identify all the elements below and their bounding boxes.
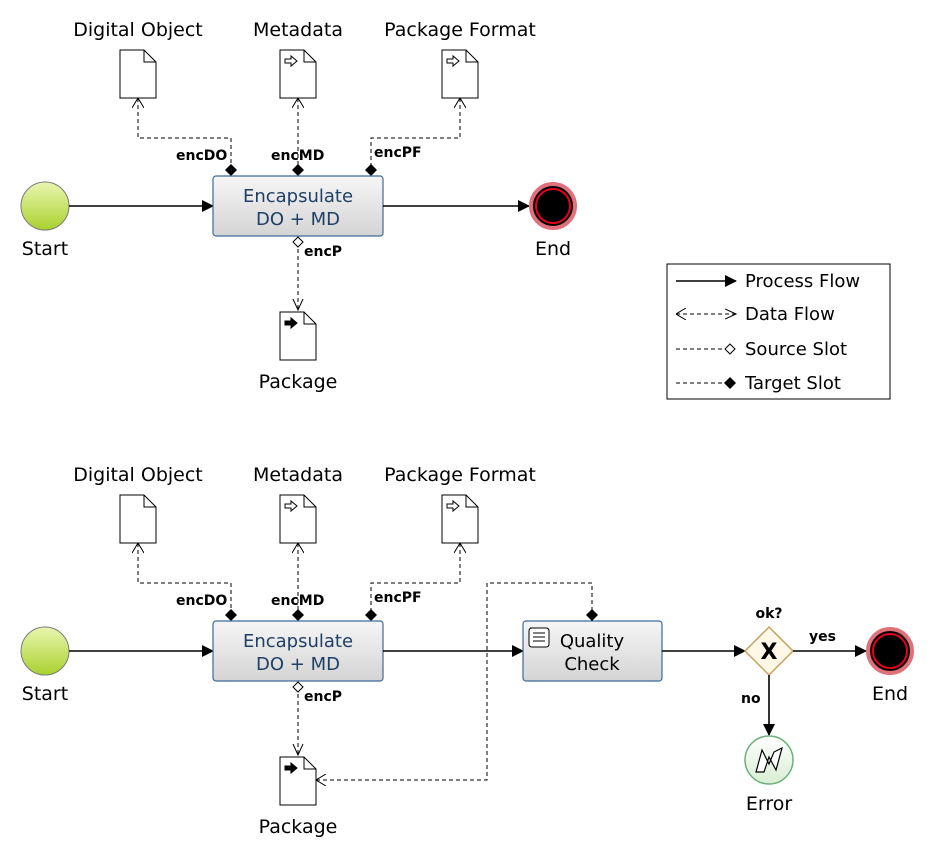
bottom-input-digital-object-label: Digital Object (73, 464, 203, 486)
script-icon (528, 627, 550, 648)
top-slot-encpf: encPF (374, 145, 422, 161)
top-output-package-label: Package (259, 371, 338, 393)
legend-source-slot-label: Source Slot (745, 339, 847, 360)
legend-data-flow-label: Data Flow (745, 304, 835, 325)
no-label: no (741, 691, 761, 707)
error-label: Error (746, 793, 793, 815)
top-slot-encmd: encMD (271, 148, 324, 164)
top-data-flow-pf (371, 98, 460, 170)
top-slot-encdo: encDO (176, 148, 227, 164)
bottom-task-line1: Encapsulate (243, 631, 353, 652)
top-start-event[interactable] (20, 181, 70, 231)
bottom-slot-encp: encP (304, 689, 342, 705)
top-task-line1: Encapsulate (243, 186, 353, 207)
bottom-metadata-document-icon[interactable] (279, 494, 317, 544)
bottom-slot-encmd: encMD (271, 593, 324, 609)
legend-process-flow-label: Process Flow (745, 271, 860, 292)
top-digital-object-document-icon[interactable] (119, 49, 157, 99)
top-metadata-document-icon[interactable] (279, 49, 317, 99)
top-data-flow-do (138, 98, 231, 170)
top-start-label: Start (22, 238, 68, 260)
bottom-package-format-document-icon[interactable] (441, 494, 479, 544)
bottom-digital-object-document-icon[interactable] (119, 494, 157, 544)
bottom-start-label: Start (22, 683, 68, 705)
top-input-digital-object-label: Digital Object (73, 19, 203, 41)
top-input-package-format-label: Package Format (384, 19, 536, 41)
bottom-data-flow-pf (371, 543, 460, 615)
top-input-metadata-label: Metadata (253, 19, 343, 41)
legend-target-slot-label: Target Slot (744, 373, 841, 394)
bottom-task-line2: DO + MD (256, 654, 340, 675)
bottom-data-flow-do (138, 543, 231, 615)
legend: Process Flow Data Flow Source Slot Targe… (666, 263, 891, 400)
top-package-format-document-icon[interactable] (441, 49, 479, 99)
bottom-slot-encpf: encPF (374, 590, 422, 606)
gateway-label: ok? (755, 606, 782, 622)
bottom-diagram: Digital Object Metadata Package Format e… (20, 464, 914, 838)
top-task-line2: DO + MD (256, 209, 340, 230)
yes-label: yes (809, 629, 836, 645)
bottom-end-label: End (872, 683, 908, 705)
error-bolt-icon (755, 746, 783, 773)
bottom-package-document-icon[interactable] (279, 756, 317, 806)
bottom-input-metadata-label: Metadata (253, 464, 343, 486)
top-package-document-icon[interactable] (279, 311, 317, 361)
quality-check-line2: Check (564, 654, 620, 675)
bottom-start-event[interactable] (20, 626, 70, 676)
top-diagram: Digital Object Metadata Package Format e… (20, 19, 577, 393)
quality-check-line1: Quality (560, 631, 625, 652)
top-slot-encp: encP (304, 244, 342, 260)
top-end-label: End (535, 238, 571, 260)
bottom-input-package-format-label: Package Format (384, 464, 536, 486)
legend-box (666, 263, 891, 400)
bottom-data-flow-package-to-quality (316, 582, 592, 780)
gateway-x-icon: X (761, 640, 778, 665)
bottom-slot-encdo: encDO (176, 593, 227, 609)
bottom-output-package-label: Package (259, 816, 338, 838)
